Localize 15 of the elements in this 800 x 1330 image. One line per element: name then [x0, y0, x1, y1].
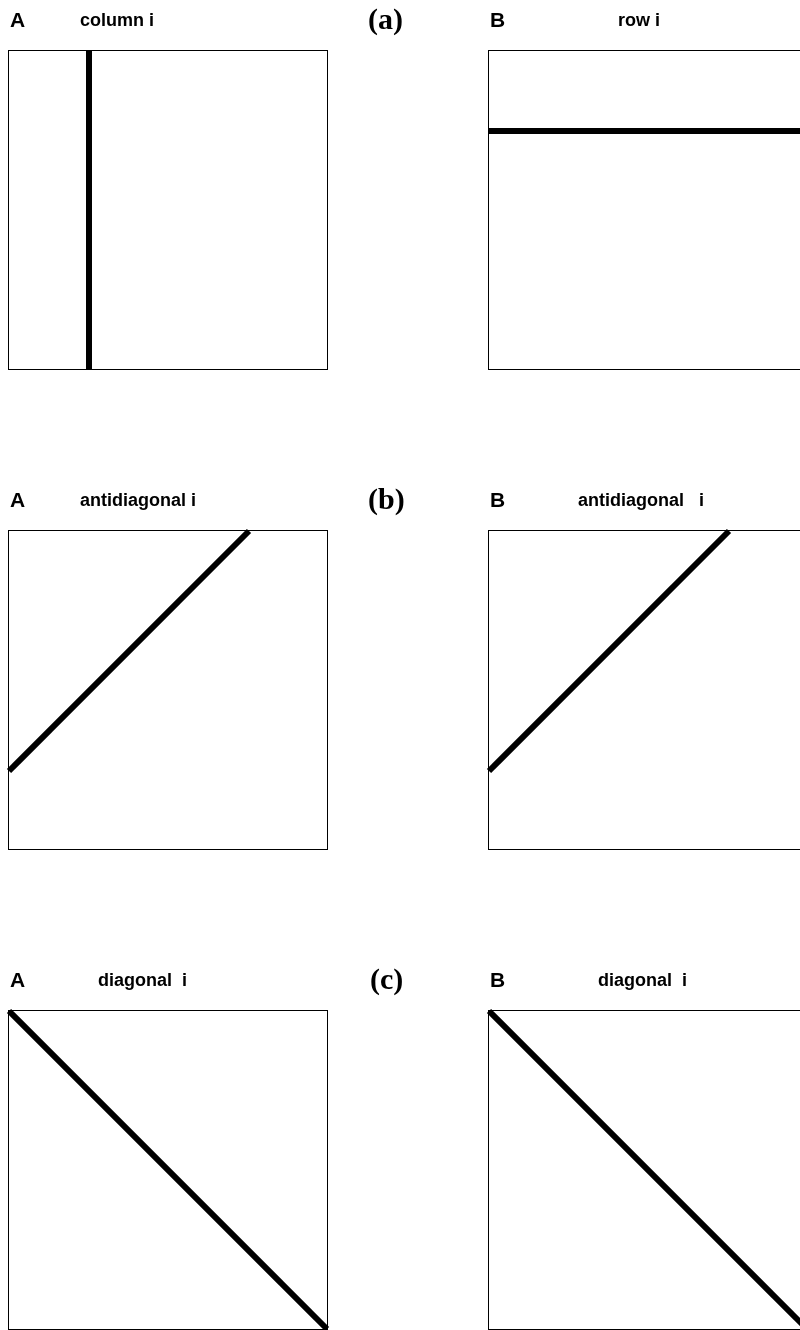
matrix-heading: column i	[80, 10, 154, 31]
panel-label: (c)	[370, 962, 404, 996]
matrix-heading: diagonal i	[598, 970, 687, 991]
panel-letter: B	[490, 488, 506, 512]
panel-letter: B	[490, 968, 506, 992]
panel-letter: B	[490, 8, 506, 32]
panel-letter: A	[10, 488, 26, 512]
panel-label: (a)	[368, 2, 403, 36]
panel-letter: A	[10, 968, 26, 992]
matrix-heading: antidiagonal i	[80, 490, 196, 511]
matrix-heading: diagonal i	[98, 970, 187, 991]
matrix-heading: row i	[618, 10, 660, 31]
matrix-heading: antidiagonal i	[578, 490, 704, 511]
panel-letter: A	[10, 8, 26, 32]
panel-label: (b)	[368, 482, 405, 516]
